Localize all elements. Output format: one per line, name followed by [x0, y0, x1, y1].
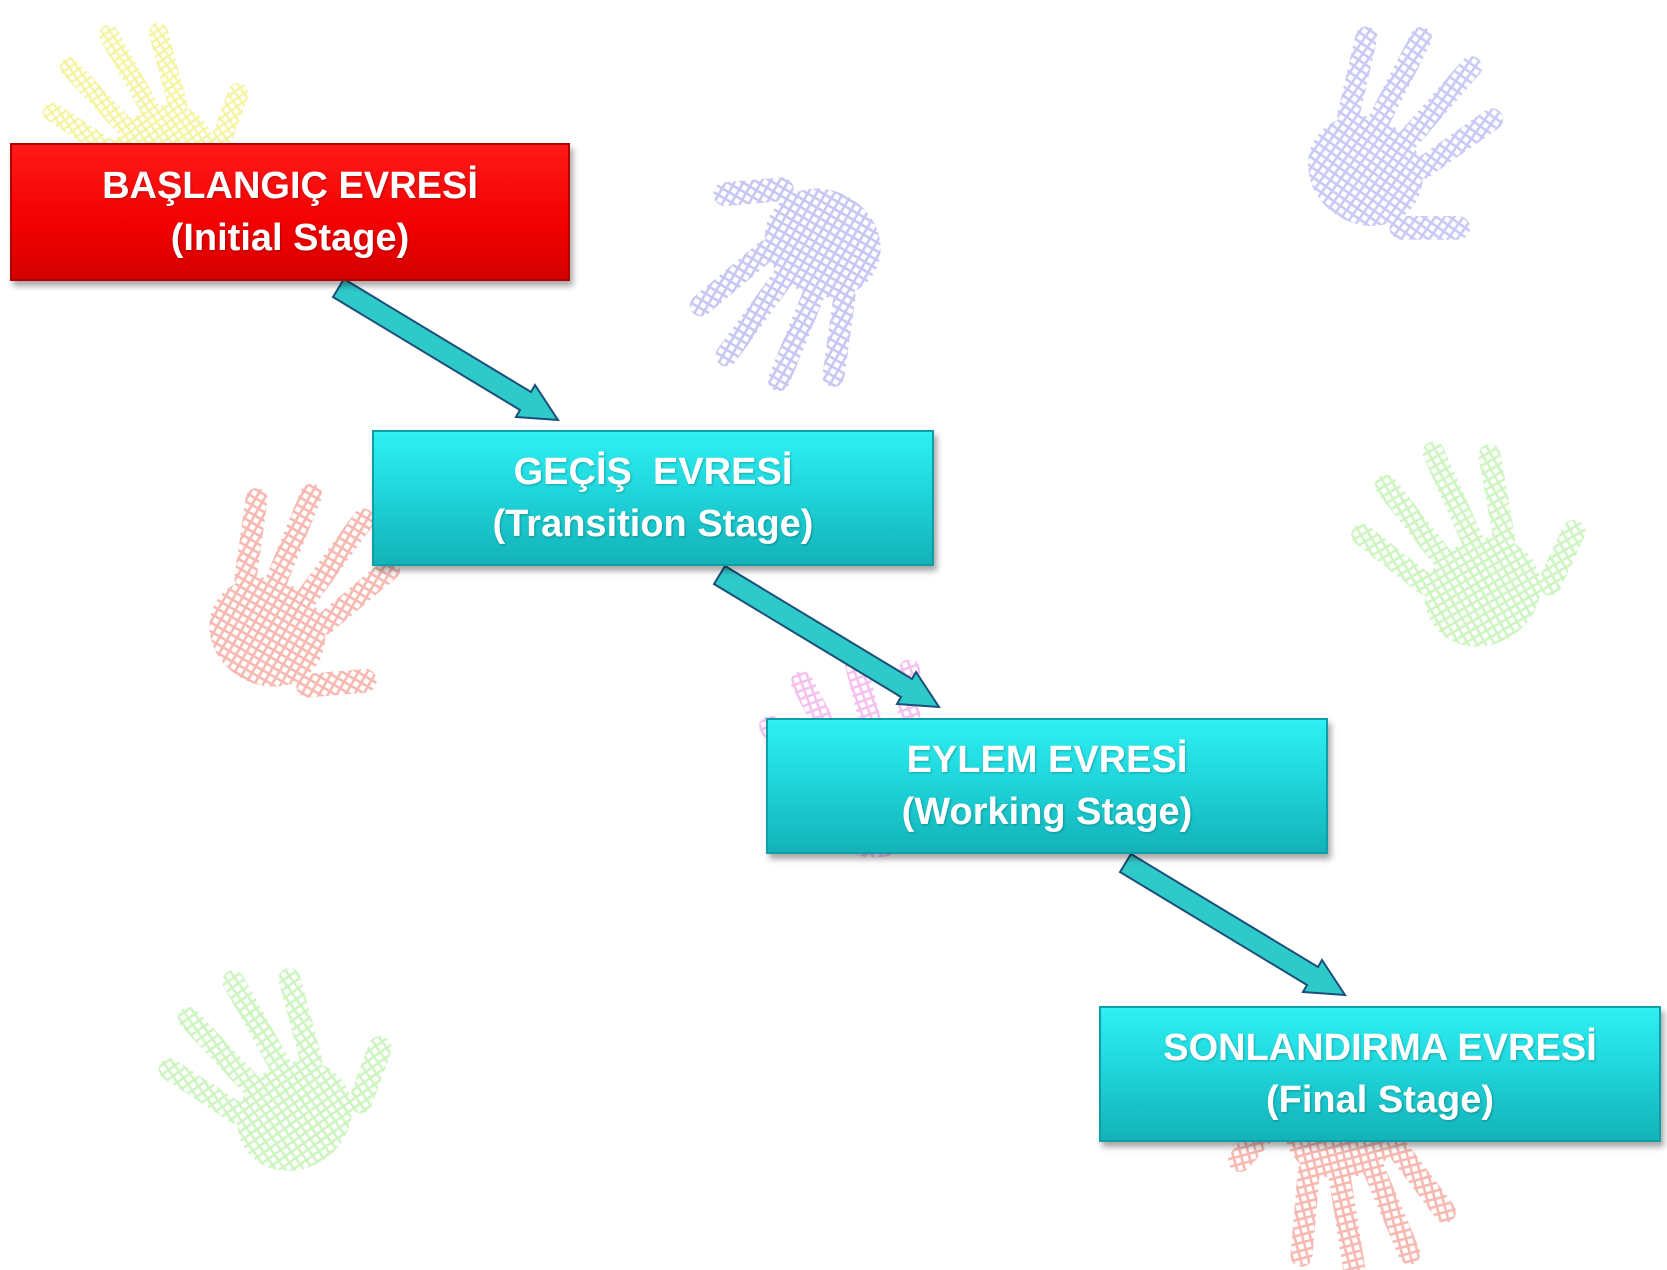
arrow-2 — [712, 564, 941, 709]
stage-initial: BAŞLANGIÇ EVRESİ (Initial Stage) — [10, 143, 570, 281]
stage-working: EYLEM EVRESİ (Working Stage) — [766, 718, 1328, 854]
stage-transition: GEÇİŞ EVRESİ (Transition Stage) — [372, 430, 934, 566]
stage-final: SONLANDIRMA EVRESİ (Final Stage) — [1099, 1006, 1661, 1142]
stage-working-title: EYLEM EVRESİ — [906, 739, 1188, 781]
stage-transition-subtitle: (Transition Stage) — [492, 503, 814, 545]
stage-transition-title: GEÇİŞ EVRESİ — [513, 451, 793, 493]
arrow-1 — [331, 277, 560, 422]
stage-initial-title: BAŞLANGIÇ EVRESİ — [102, 165, 478, 207]
stage-working-subtitle: (Working Stage) — [901, 791, 1193, 833]
stage-initial-subtitle: (Initial Stage) — [170, 217, 410, 259]
arrow-3 — [1118, 852, 1347, 997]
stage-final-subtitle: (Final Stage) — [1265, 1079, 1495, 1121]
stage-final-title: SONLANDIRMA EVRESİ — [1163, 1027, 1597, 1069]
